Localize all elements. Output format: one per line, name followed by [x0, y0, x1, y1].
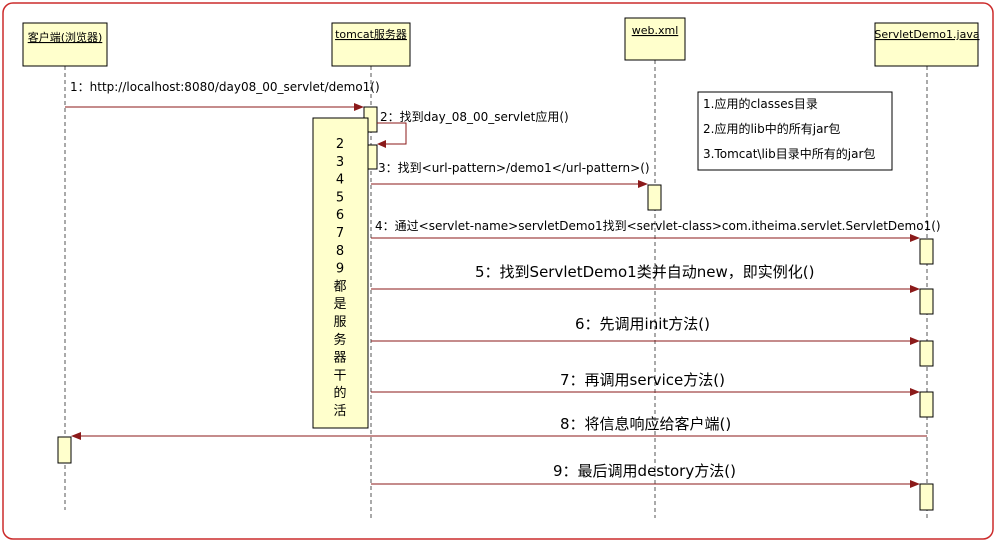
message-8: 8：将信息响应给客户端() — [71, 415, 927, 440]
participant-tomcat: tomcat服务器 — [331, 22, 411, 67]
message-4-label: 4：通过<servlet-name>servletDemo1找到<servlet… — [375, 219, 941, 233]
message-1-label: 1：http://localhost:8080/day08_00_servlet… — [70, 80, 380, 94]
note-char: 干 — [333, 368, 346, 383]
message-7-label: 7：再调用service方法() — [560, 371, 725, 389]
participant-servletdemo1: ServletDemo1.java — [874, 22, 980, 67]
note-char: 都 — [333, 279, 346, 294]
message-8-label: 8：将信息响应给客户端() — [560, 415, 731, 433]
participant-client: 客户端(浏览器) — [22, 22, 108, 67]
participant-servletdemo1-name: ServletDemo1.java — [874, 28, 979, 41]
note-char: 7 — [336, 226, 344, 241]
note-char: 活 — [333, 404, 346, 419]
note-char: 6 — [336, 208, 344, 223]
note-char: 2 — [336, 137, 344, 152]
note-char: 服 — [333, 315, 346, 330]
message-4: 4：通过<servlet-name>servletDemo1找到<servlet… — [371, 219, 941, 242]
message-1: 1：http://localhost:8080/day08_00_servlet… — [65, 80, 380, 111]
note-char: 9 — [336, 262, 344, 277]
message-5-label: 5：找到ServletDemo1类并自动new，即实例化() — [475, 263, 814, 281]
activation-servlet-2 — [919, 288, 934, 315]
message-9-label: 9：最后调用destory方法() — [553, 462, 736, 480]
note-char: 8 — [336, 244, 344, 259]
participant-client-name: 客户端(浏览器) — [28, 30, 103, 44]
note-line-3: 3.Tomcat\lib目录中所有的jar包 — [703, 146, 875, 161]
activation-servlet-4 — [919, 391, 934, 418]
message-3: 3：找到<url-pattern>/demo1</url-pattern>() — [371, 161, 650, 188]
note-line-2: 2.应用的lib中的所有jar包 — [703, 121, 840, 136]
message-6: 6：先调用init方法() — [371, 315, 920, 345]
activation-servlet-3 — [919, 340, 934, 367]
note-line-1: 1.应用的classes目录 — [703, 96, 818, 111]
activation-client — [57, 436, 72, 464]
note-char: 的 — [333, 385, 346, 401]
message-7: 7：再调用service方法() — [371, 371, 920, 396]
note-char: 3 — [336, 155, 344, 170]
activation-servlet-5 — [919, 483, 934, 511]
message-2-label: 2：找到day_08_00_servlet应用() — [380, 109, 569, 124]
message-3-label: 3：找到<url-pattern>/demo1</url-pattern>() — [378, 161, 650, 175]
message-6-label: 6：先调用init方法() — [575, 315, 710, 333]
message-9: 9：最后调用destory方法() — [371, 462, 920, 488]
participant-tomcat-name: tomcat服务器 — [335, 28, 407, 41]
note-classloader-paths: 1.应用的classes目录 2.应用的lib中的所有jar包 3.Tomcat… — [697, 91, 893, 171]
note-char: 务 — [333, 332, 346, 348]
note-char: 器 — [333, 351, 346, 366]
message-5: 5：找到ServletDemo1类并自动new，即实例化() — [371, 263, 920, 293]
note-char: 4 — [336, 173, 344, 188]
note-char: 5 — [336, 190, 344, 205]
note-char: 是 — [333, 297, 346, 312]
participant-webxml-name: web.xml — [632, 24, 679, 37]
message-2: 2：找到day_08_00_servlet应用() — [377, 109, 569, 148]
activation-webxml — [647, 184, 662, 211]
participant-webxml: web.xml — [624, 17, 686, 61]
activation-servlet-1 — [919, 238, 934, 265]
